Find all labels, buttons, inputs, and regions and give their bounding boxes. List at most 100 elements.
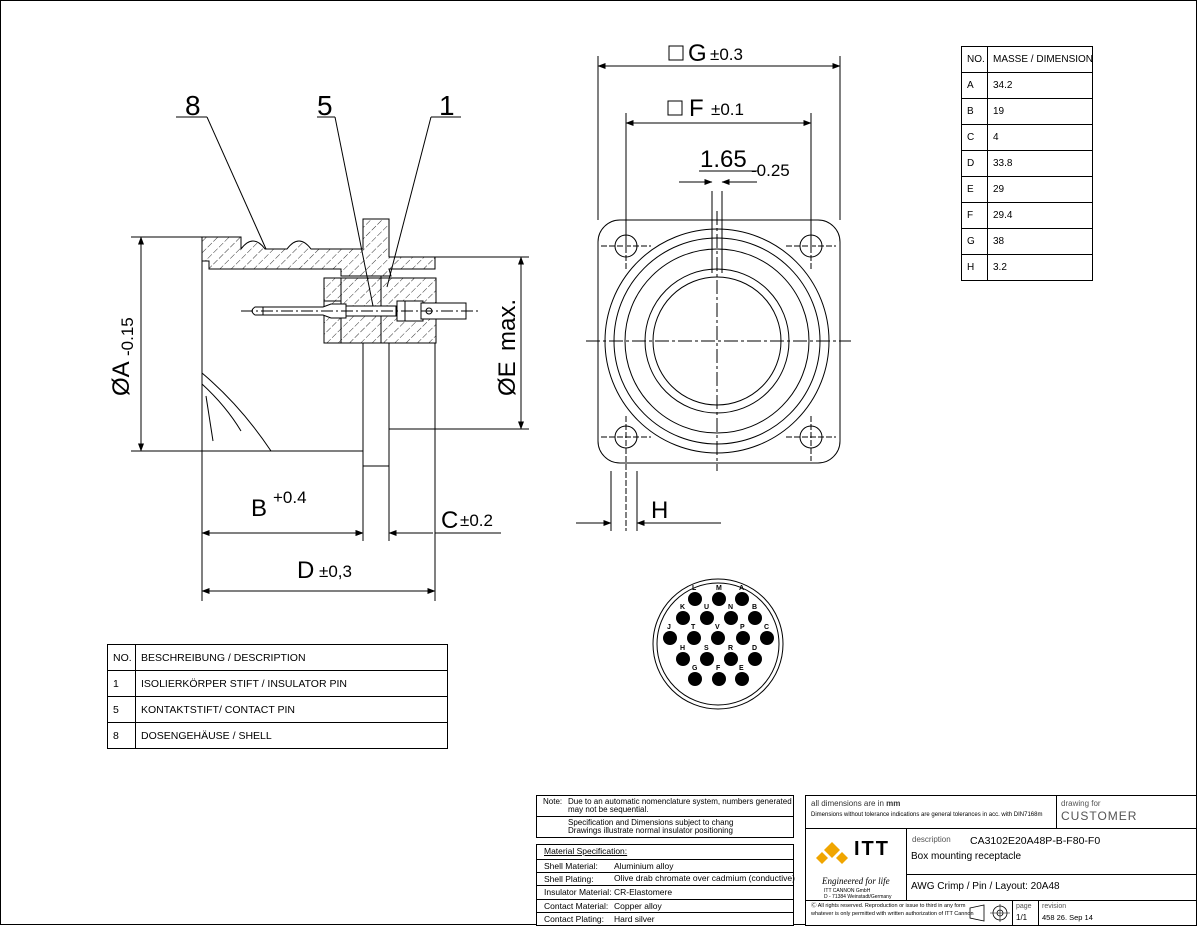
pin-contact xyxy=(748,611,762,625)
itt-logo: ITT xyxy=(816,834,906,874)
dim-H-symbol: H xyxy=(651,497,668,524)
material-heading: Material Specification: xyxy=(544,846,628,856)
dim-value: 38 xyxy=(987,228,1093,255)
pin-contact xyxy=(735,672,749,686)
pin-letter: S xyxy=(704,645,709,652)
dim-value: 34.2 xyxy=(987,72,1093,99)
pin-letter: N xyxy=(728,604,733,611)
itt-brand-text: ITT xyxy=(854,838,890,860)
dim-key: G xyxy=(961,228,988,255)
revision-label: revision xyxy=(1042,903,1067,910)
revision-value: 458 26. Sep 14 xyxy=(1042,913,1093,922)
material-spec-box: Material Specification: Shell Material: … xyxy=(536,844,795,926)
material-value-insulator: CR-Elastomere xyxy=(614,887,673,897)
pin-letter: J xyxy=(667,624,671,631)
dim-G-symbol: G xyxy=(688,40,707,67)
dim-F-symbol: F xyxy=(689,95,704,122)
dim-D-tolerance: ±0,3 xyxy=(319,562,352,581)
pin-contact xyxy=(688,592,702,606)
rights-text-1: All rights reserved. Reproduction or iss… xyxy=(817,903,966,909)
item-description: ISOLIERKÖRPER STIFT / INSULATOR PIN xyxy=(135,670,448,697)
pin-contact xyxy=(760,631,774,645)
pin-letter: R xyxy=(728,645,733,652)
dim-A-symbol: ØA xyxy=(108,361,135,396)
dim-value: 29.4 xyxy=(987,202,1093,229)
notes-line-1a: Due to an automatic nomenclature system,… xyxy=(568,797,792,806)
pin-contact xyxy=(735,592,749,606)
projection-symbol-icon xyxy=(969,904,1010,922)
square-symbol-G xyxy=(668,45,684,61)
part-number: CA3102E20A48P-B-F80-F0 xyxy=(970,835,1101,847)
pin-contact xyxy=(663,631,677,645)
dimension-header-no: NO. xyxy=(961,46,988,73)
item-description: DOSENGEHÄUSE / SHELL xyxy=(135,722,448,749)
dim-key: B xyxy=(961,98,988,125)
pin-contact xyxy=(676,652,690,666)
company-line-1: ITT CANNON GmbH xyxy=(824,888,871,894)
title-block: all dimensions are in mm Dimensions with… xyxy=(805,795,1197,926)
pin-letter: T xyxy=(691,624,696,631)
notes-box: Note: Due to an automatic nomenclature s… xyxy=(536,795,794,838)
description-header-text: BESCHREIBUNG / DESCRIPTION xyxy=(135,644,448,671)
dim-E-symbol: ØE xyxy=(494,361,521,396)
pin-letter: V xyxy=(715,624,720,631)
dimension-header-value: MASSE / DIMENSION xyxy=(987,46,1093,73)
pin-contact xyxy=(687,631,701,645)
dim-B-tolerance: +0.4 xyxy=(273,488,307,507)
dims-in-label: all dimensions are in mm xyxy=(811,799,900,809)
rights-line-2: whatever is only permitted with written … xyxy=(811,911,974,917)
page-value: 1/1 xyxy=(1016,913,1028,922)
tolerance-note: Dimensions without tolerance indications… xyxy=(811,812,1043,818)
pin-contact xyxy=(711,631,725,645)
pin-letter: B xyxy=(752,604,757,611)
notes-line-2b: Drawings illustrate normal insulator pos… xyxy=(568,826,733,835)
dim-key: H xyxy=(961,254,988,281)
notes-line-1b: may not be sequential. xyxy=(568,805,649,814)
dim-value: 19 xyxy=(987,98,1093,125)
front-view-labels: G ±0.3 F ±0.1 1.65 -0.25 H xyxy=(651,40,790,524)
callout-contact-pin: 5 xyxy=(317,90,333,121)
dim-value: 33.8 xyxy=(987,150,1093,177)
dim-C-symbol: C xyxy=(441,507,458,534)
front-view xyxy=(576,56,851,531)
drawing-for-value: CUSTOMER xyxy=(1061,809,1138,823)
shell-section xyxy=(201,218,436,277)
description-table-header: NO. BESCHREIBUNG / DESCRIPTION xyxy=(107,644,448,671)
material-label-shell: Shell Material: xyxy=(544,861,598,871)
pin-letter: H xyxy=(680,645,685,652)
side-section-view xyxy=(131,116,529,601)
pin-letter: P xyxy=(740,624,745,631)
description-header-no: NO. xyxy=(107,644,136,671)
material-value-contact-plating: Hard silver xyxy=(614,914,655,924)
material-value-plating: Olive drab chromate over cadmium (conduc… xyxy=(614,873,795,883)
pin-letter: U xyxy=(704,604,709,611)
item-no: 5 xyxy=(107,696,136,723)
dims-unit: mm xyxy=(886,799,901,808)
item-no: 1 xyxy=(107,670,136,697)
square-symbol-F xyxy=(667,100,683,116)
pin-contact xyxy=(748,652,762,666)
pin-letter: C xyxy=(764,624,769,631)
drawing-for-label: drawing for xyxy=(1061,799,1101,808)
pin-contact xyxy=(724,652,738,666)
pin-contact xyxy=(676,611,690,625)
material-label-insulator: Insulator Material: xyxy=(544,887,612,897)
dim-value: 4 xyxy=(987,124,1093,151)
copyright-icon: Ⓒ xyxy=(811,903,817,909)
part-description: Box mounting receptacle xyxy=(911,851,1022,862)
tagline: Engineered for life xyxy=(822,876,890,886)
dim-C-tolerance: ±0.2 xyxy=(460,511,493,530)
pin-letter: D xyxy=(752,645,757,652)
dim-key: D xyxy=(961,150,988,177)
pin-contact xyxy=(712,672,726,686)
